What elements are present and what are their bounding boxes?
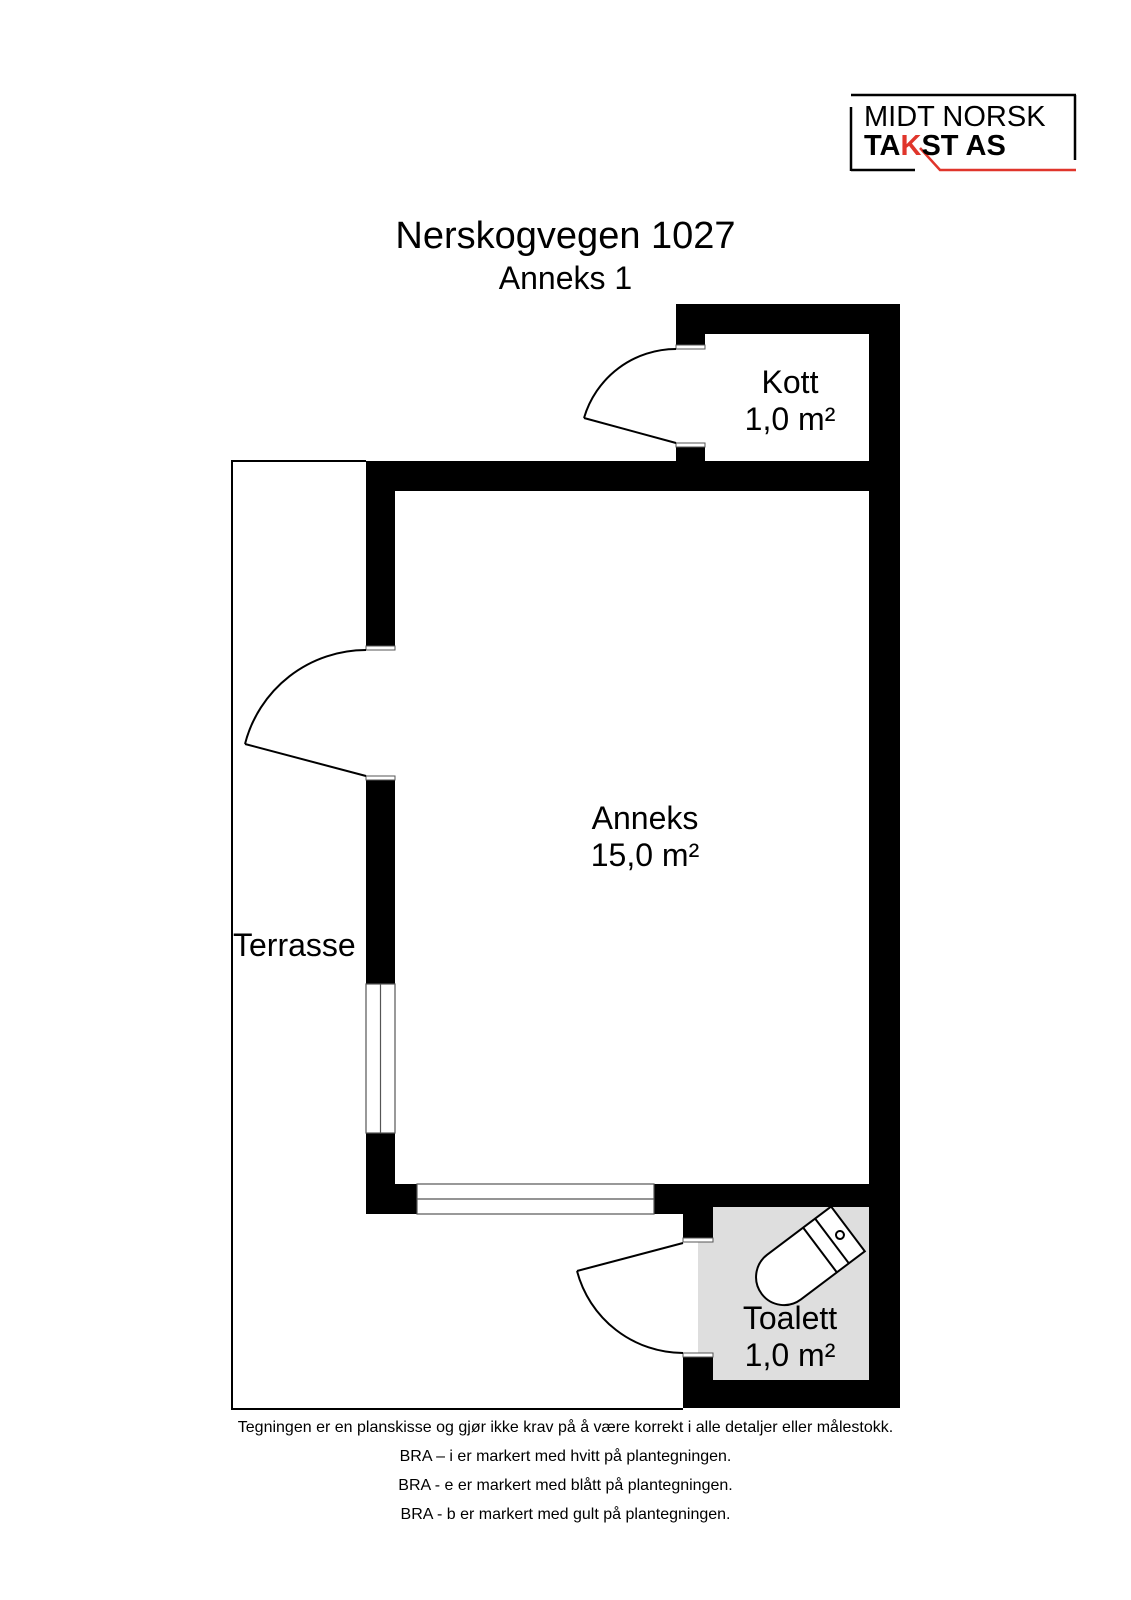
logo-text-ta: TA — [864, 130, 901, 162]
room-area: 1,0 m² — [744, 1337, 836, 1373]
window-left-wall — [365, 983, 396, 1134]
door-toilet — [576, 1242, 684, 1354]
room-area: 1,0 m² — [744, 401, 836, 437]
room-label-kott: Kott 1,0 m² — [740, 364, 840, 438]
door-kott — [583, 348, 677, 444]
logo-text-st-as: ST AS — [921, 130, 1006, 162]
room-name: Terrasse — [233, 927, 356, 963]
logo-text-takst-as: TAKST AS — [864, 131, 1006, 161]
room-name: Kott — [761, 364, 819, 400]
terrace-outline — [231, 460, 683, 1410]
room-label-toalett: Toalett 1,0 m² — [730, 1300, 850, 1374]
logo-text-k: K — [900, 130, 922, 162]
room-area: 15,0 m² — [590, 837, 700, 873]
room-name: Anneks — [591, 800, 699, 836]
logo-text-midt-norsk: MIDT NORSK — [864, 101, 1046, 133]
toilet-icon — [755, 1205, 867, 1307]
page-title: Nerskogvegen 1027 — [395, 215, 736, 257]
bra-e-note: BRA - e er markert med blått på plantegn… — [398, 1477, 733, 1494]
door-terrace — [244, 649, 367, 777]
disclaimer-note: Tegningen er en planskisse og gjør ikke … — [237, 1419, 894, 1436]
page-subtitle: Anneks 1 — [498, 260, 633, 296]
bra-i-note: BRA – i er markert med hvitt på plantegn… — [399, 1448, 732, 1465]
room-label-anneks: Anneks 15,0 m² — [575, 800, 715, 874]
bra-b-note: BRA - b er markert med gult på plantegni… — [400, 1506, 731, 1523]
room-label-terrasse: Terrasse — [233, 927, 369, 964]
logo-frame — [849, 93, 1077, 172]
window-bottom-wall — [416, 1183, 655, 1215]
room-name: Toalett — [742, 1300, 838, 1336]
